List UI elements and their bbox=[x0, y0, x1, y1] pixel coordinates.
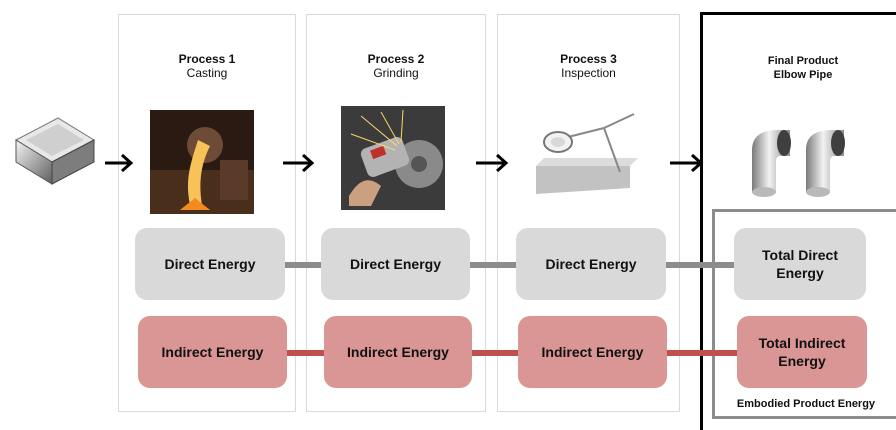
process-3-subtitle: Inspection bbox=[561, 66, 616, 80]
flow-arrow-4 bbox=[670, 153, 704, 173]
process-2-title: Process 2 Grinding bbox=[306, 52, 486, 80]
final-product-subtitle: Elbow Pipe bbox=[773, 69, 833, 81]
embodied-energy-caption: Embodied Product Energy bbox=[736, 398, 876, 410]
process-2-name: Process 2 bbox=[367, 52, 425, 66]
final-product-frame bbox=[700, 12, 896, 430]
final-product-name: Final Product bbox=[767, 55, 839, 67]
total-indirect-energy: Total Indirect Energy bbox=[737, 316, 867, 388]
process-2-direct-energy: Direct Energy bbox=[321, 228, 470, 300]
flow-arrow-2 bbox=[283, 153, 315, 173]
embodied-energy-frame bbox=[712, 209, 896, 419]
process-3-name: Process 3 bbox=[560, 52, 617, 66]
total-direct-energy: Total Direct Energy bbox=[734, 228, 866, 300]
flow-arrow-3 bbox=[476, 153, 509, 173]
flow-arrow-1 bbox=[105, 153, 134, 173]
inspection-lamp-icon bbox=[536, 113, 638, 194]
process-1-title: Process 1 Casting bbox=[118, 52, 296, 80]
metal-ingot-icon bbox=[14, 117, 96, 185]
process-3-direct-energy: Direct Energy bbox=[516, 228, 666, 300]
casting-photo-icon bbox=[150, 110, 254, 214]
process-3-indirect-energy: Indirect Energy bbox=[518, 316, 667, 388]
elbow-pipe-icon bbox=[752, 130, 845, 197]
final-product-title: Final Product Elbow Pipe bbox=[718, 54, 888, 82]
process-1-indirect-energy: Indirect Energy bbox=[138, 316, 287, 388]
process-1-name: Process 1 bbox=[178, 52, 236, 66]
process-2-indirect-energy: Indirect Energy bbox=[324, 316, 472, 388]
grinding-photo-icon bbox=[341, 106, 445, 210]
process-3-title: Process 3 Inspection bbox=[497, 52, 680, 80]
process-1-subtitle: Casting bbox=[186, 66, 228, 80]
process-2-subtitle: Grinding bbox=[373, 66, 419, 80]
process-1-direct-energy: Direct Energy bbox=[135, 228, 285, 300]
